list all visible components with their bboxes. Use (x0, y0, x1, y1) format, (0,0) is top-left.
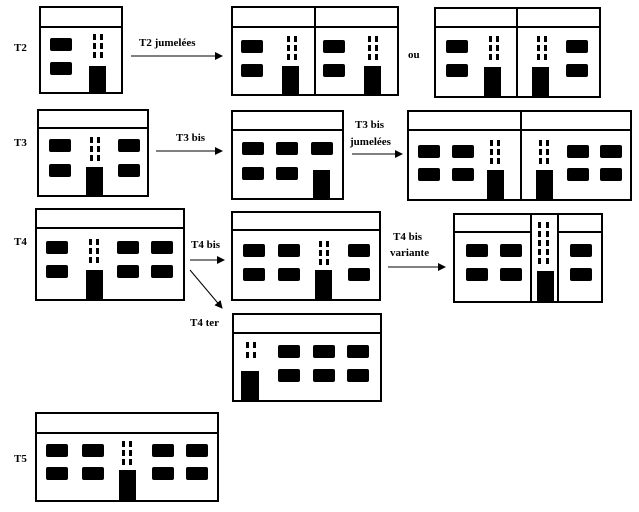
row-label-t5: T5 (14, 453, 27, 465)
arrow-label-t2-jumelees: T2 jumelées (139, 37, 196, 49)
building-t3 (37, 109, 149, 197)
building-t2-jumelees-a (231, 6, 399, 96)
building-t3-bis-jumelees (407, 110, 632, 201)
building-t2 (39, 6, 123, 94)
arrow-label-t3-bis: T3 bis (176, 132, 206, 144)
building-t5 (35, 412, 219, 502)
arrow-label-t4-bis-variante-2: variante (390, 247, 429, 259)
row-label-t3: T3 (14, 137, 27, 149)
building-t4 (35, 208, 185, 301)
row-label-t2: T2 (14, 42, 27, 54)
building-t3-bis (231, 110, 344, 200)
arrow-label-t3-bis-jumelees-2: jumelées (349, 136, 392, 148)
arrow-label-t4-ter: T4 ter (190, 317, 219, 329)
arrow-t4-ter (189, 269, 223, 309)
arrow-label-t4-bis: T4 bis (191, 239, 221, 251)
building-t2-jumelees-b (434, 7, 601, 98)
row-label-t4: T4 (14, 236, 27, 248)
building-t4-bis-variante (453, 213, 603, 303)
label-ou: ou (408, 49, 420, 61)
building-t4-bis (231, 211, 381, 301)
arrow-label-t3-bis-jumelees-1: T3 bis (355, 119, 385, 131)
arrow-label-t4-bis-variante-1: T4 bis (393, 231, 423, 243)
building-t4-ter (232, 313, 382, 402)
